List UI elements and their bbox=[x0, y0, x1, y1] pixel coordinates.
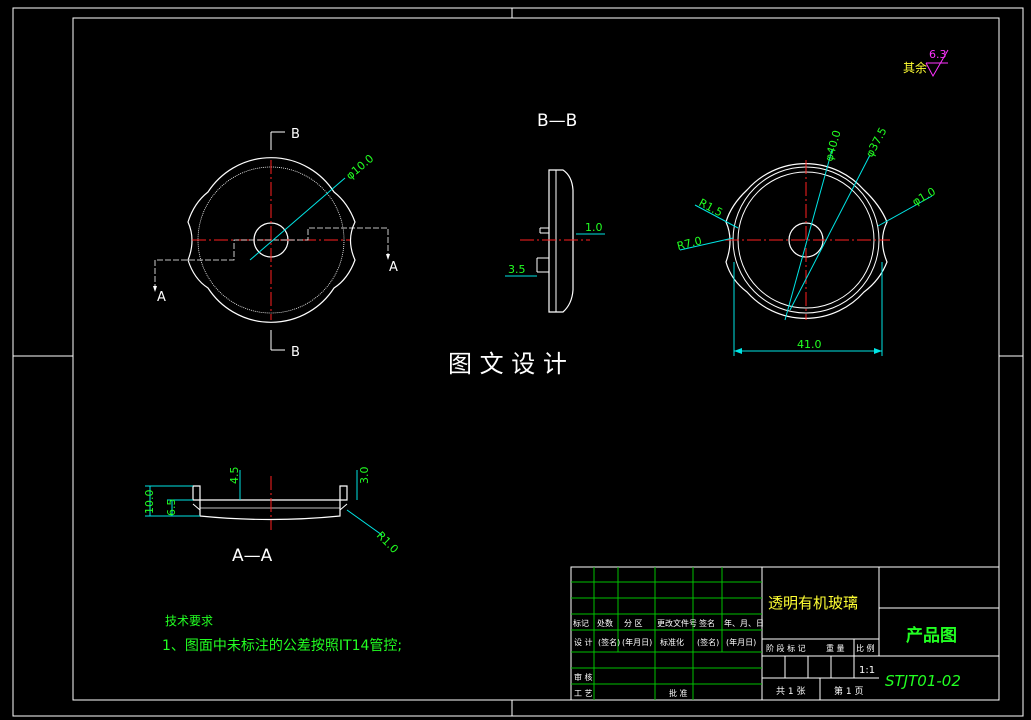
roughness-value: 6.3 bbox=[929, 48, 947, 61]
aa-h65-label: 6.5 bbox=[165, 499, 178, 517]
front-dia-label: φ10.0 bbox=[344, 152, 377, 182]
notes-title: 技术要求 bbox=[165, 614, 213, 628]
right-width-label: 41.0 bbox=[797, 338, 822, 351]
roughness-symbol: 其余 6.3 bbox=[903, 48, 949, 78]
tb-scale: 1:1 bbox=[859, 665, 875, 676]
section-bb: B—B 1.0 3.5 bbox=[505, 111, 605, 313]
tb-hdr-date: 年、月、日 bbox=[724, 618, 764, 628]
right-dia40-label: φ40.0 bbox=[822, 129, 843, 163]
section-bb-title: B—B bbox=[537, 111, 577, 131]
tb-row-std: 标准化 bbox=[660, 637, 684, 647]
aa-h10-label: 10.0 bbox=[143, 490, 156, 515]
aa-r1-label: R1.0 bbox=[374, 529, 401, 556]
tb-hdr-count: 处数 bbox=[597, 618, 613, 628]
tb-process: 工 艺 bbox=[574, 689, 593, 698]
title-block: 标记 处数 分 区 更改文件号 签名 年、月、日 设 计 (签名) (年月日) … bbox=[570, 566, 1000, 701]
roughness-check bbox=[925, 49, 949, 78]
tb-weight-label: 重 量 bbox=[826, 643, 845, 653]
right-dia1-label: φ1.0 bbox=[910, 185, 938, 209]
bb-profile bbox=[548, 169, 574, 313]
tb-scale-label: 比 例 bbox=[856, 643, 875, 653]
section-aa-title: A—A bbox=[232, 546, 273, 566]
cut-label-a-right: A bbox=[389, 260, 398, 275]
cut-label-b-top: B bbox=[291, 127, 300, 142]
tb-row-design: 设 计 bbox=[574, 637, 593, 647]
tb-hdr-sign: 签名 bbox=[699, 618, 715, 628]
aa-30-label: 3.0 bbox=[358, 467, 371, 485]
tb-hdr-mark: 标记 bbox=[573, 618, 589, 628]
tb-sheet-no: 第 1 页 bbox=[834, 685, 863, 697]
tb-row-sign2: (签名) bbox=[697, 637, 719, 647]
roughness-label: 其余 bbox=[903, 60, 927, 75]
sheet-border bbox=[12, 7, 1024, 717]
notes-line-1: 1、图面中未标注的公差按照IT14管控; bbox=[162, 638, 402, 654]
aa-profile bbox=[192, 485, 348, 521]
tb-hdr-doc: 更改文件号 bbox=[657, 618, 697, 628]
section-aa: 10.0 6.5 4.5 3.0 R1.0 A—A bbox=[143, 467, 401, 567]
tb-hdr-zone: 分 区 bbox=[624, 619, 643, 628]
aa-45-label: 4.5 bbox=[228, 467, 241, 485]
tb-row-date2: (年月日) bbox=[726, 637, 756, 647]
tb-row-sign1: (签名) bbox=[598, 637, 620, 647]
tb-sheets-total: 共 1 张 bbox=[776, 686, 805, 697]
right-view: φ40.0 φ37.5 φ1.0 R1.5 R7.0 41.0 bbox=[676, 125, 938, 356]
tb-drawing-type: 产品图 bbox=[906, 625, 957, 646]
front-outline bbox=[187, 157, 356, 323]
tb-material: 透明有机玻璃 bbox=[768, 594, 858, 612]
bb-thick-label: 1.0 bbox=[585, 221, 603, 234]
tb-row-date1: (年月日) bbox=[622, 637, 652, 647]
technical-notes: 技术要求 1、图面中未标注的公差按照IT14管控; bbox=[162, 614, 402, 654]
cut-label-a-left: A bbox=[157, 290, 166, 305]
watermark-text: 图 文 设 计 bbox=[448, 350, 567, 378]
right-r15-label: R1.5 bbox=[697, 196, 725, 219]
bb-step-label: 3.5 bbox=[508, 263, 526, 276]
tb-review: 审 核 bbox=[574, 672, 593, 682]
front-view: B B A A φ10.0 bbox=[153, 127, 398, 360]
cut-label-b-bottom: B bbox=[291, 345, 300, 360]
tb-drawing-number: STJT01-02 bbox=[885, 672, 961, 690]
tb-stage-label: 阶 段 标 记 bbox=[766, 643, 806, 653]
right-outline bbox=[725, 162, 888, 320]
right-dia37-label: φ37.5 bbox=[863, 125, 889, 159]
right-r7-label: R7.0 bbox=[676, 234, 704, 253]
tb-approve: 批 准 bbox=[669, 688, 688, 698]
